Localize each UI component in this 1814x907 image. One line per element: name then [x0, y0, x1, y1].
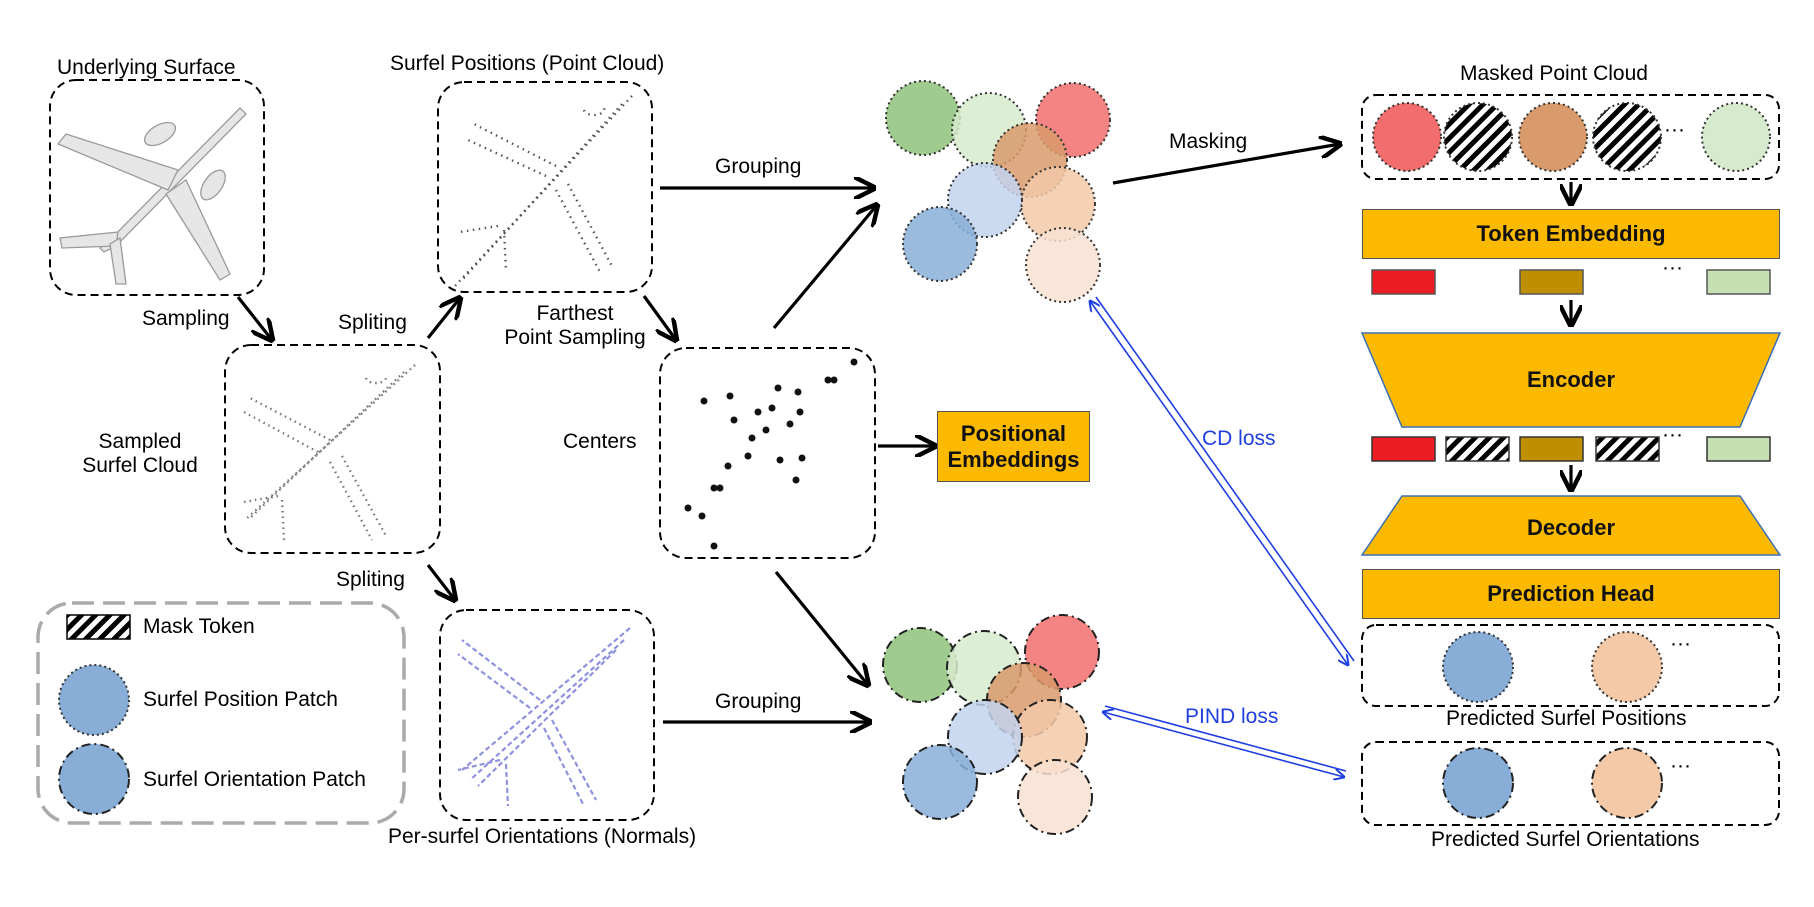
predicted-orientations-frame: [1361, 741, 1780, 826]
embedding-tokens-row: [1371, 269, 1771, 295]
per-surfel-orientations-label: Per-surfel Orientations (Normals): [388, 825, 697, 848]
orientation-patch-group: [882, 614, 1100, 835]
orientations-frame: [439, 609, 655, 821]
positional-line1: Positional: [960, 421, 1067, 447]
token-embedding-box: Token Embedding: [1362, 209, 1780, 259]
center-points: [684, 358, 858, 550]
predicted-orientation-patches: [1442, 747, 1663, 819]
spliting-up-arrow: [426, 298, 460, 339]
grouping-top-label: Grouping: [715, 155, 802, 178]
sampled-surfel-cloud-label: Sampled Surfel Cloud: [70, 430, 210, 478]
legend-position-patch: Surfel Position Patch: [143, 688, 338, 711]
farthest-label-line1: Farthest: [536, 302, 614, 325]
centers-to-bottom-arrow: [774, 570, 868, 685]
positional-embeddings-box: Positional Embeddings: [937, 411, 1090, 482]
legend-mask-token: Mask Token: [143, 615, 255, 638]
farthest-sampling-arrow: [642, 295, 676, 340]
underlying-surface-label: Underlying Surface: [57, 56, 236, 79]
pind-loss-arrow-a: [1103, 712, 1344, 777]
underlying-surface-frame: [49, 79, 265, 296]
sampling-arrow: [236, 296, 272, 340]
decoder-block: [1360, 495, 1782, 556]
pred-positions-ellipsis: ···: [1670, 632, 1691, 655]
pind-loss-arrow-b: [1104, 705, 1347, 772]
sampled-cloud-points: [243, 364, 416, 541]
normals-strokes: [457, 627, 631, 807]
mask-token-swatch: [66, 614, 131, 640]
predicted-positions-frame: [1361, 624, 1780, 707]
positional-line2: Embeddings: [947, 446, 1080, 472]
loss-arrows: [1090, 296, 1355, 777]
cd-loss-arrow-a: [1090, 301, 1348, 665]
prediction-head-box: Prediction Head: [1362, 569, 1780, 619]
centers-frame: [659, 347, 876, 559]
farthest-label-line2: Point Sampling: [504, 326, 646, 350]
predicted-positions-label: Predicted Surfel Positions: [1446, 707, 1687, 730]
airplane-mesh-icon: [56, 107, 247, 285]
masking-arrow: [1112, 144, 1340, 185]
grouping-bottom-label: Grouping: [715, 690, 802, 713]
encoder-label: Encoder: [1526, 367, 1616, 392]
sampled-surfel-cloud-frame: [224, 344, 441, 554]
sampled-surfel-cloud-label-line2: Surfel Cloud: [82, 454, 198, 478]
decoder-label: Decoder: [1526, 515, 1616, 540]
pred-orientations-ellipsis: ···: [1670, 754, 1691, 777]
surfel-positions-label: Surfel Positions (Point Cloud): [390, 52, 665, 75]
masked-ellipsis: ···: [1664, 118, 1685, 141]
masked-tokens: [1372, 102, 1771, 172]
pind-loss-label: PIND loss: [1185, 705, 1279, 728]
encoded-ellipsis: ···: [1662, 423, 1683, 446]
predicted-orientations-label: Predicted Surfel Orientations: [1431, 828, 1700, 851]
cd-loss-label: CD loss: [1202, 427, 1276, 450]
cd-loss-arrow-b: [1095, 296, 1355, 662]
masked-point-cloud-label: Masked Point Cloud: [1460, 62, 1648, 85]
centers-to-top-arrow: [772, 205, 877, 330]
farthest-point-sampling-label: Farthest Point Sampling: [475, 302, 675, 350]
position-patch-group: [885, 80, 1111, 303]
masking-label: Masking: [1169, 130, 1248, 153]
position-patch-swatch: [58, 664, 130, 736]
sampling-label: Sampling: [142, 307, 230, 330]
spliting-bottom-label: Spliting: [336, 568, 405, 591]
spliting-down-arrow: [426, 564, 455, 600]
predicted-position-patches: [1442, 631, 1663, 703]
legend-orientation-patch: Surfel Orientation Patch: [143, 768, 366, 791]
centers-label: Centers: [563, 430, 637, 453]
encoded-tokens-row: [1371, 436, 1771, 462]
orientation-patch-swatch: [58, 743, 130, 815]
flow-arrows: [236, 144, 1571, 722]
sampled-surfel-cloud-label-line1: Sampled: [98, 430, 182, 453]
embedding-ellipsis: ···: [1662, 256, 1683, 279]
spliting-top-label: Spliting: [338, 311, 407, 334]
surfel-positions-frame: [437, 81, 653, 293]
point-cloud-points: [454, 95, 633, 287]
encoder-block: [1360, 332, 1782, 428]
masked-point-cloud-frame: [1361, 94, 1780, 180]
